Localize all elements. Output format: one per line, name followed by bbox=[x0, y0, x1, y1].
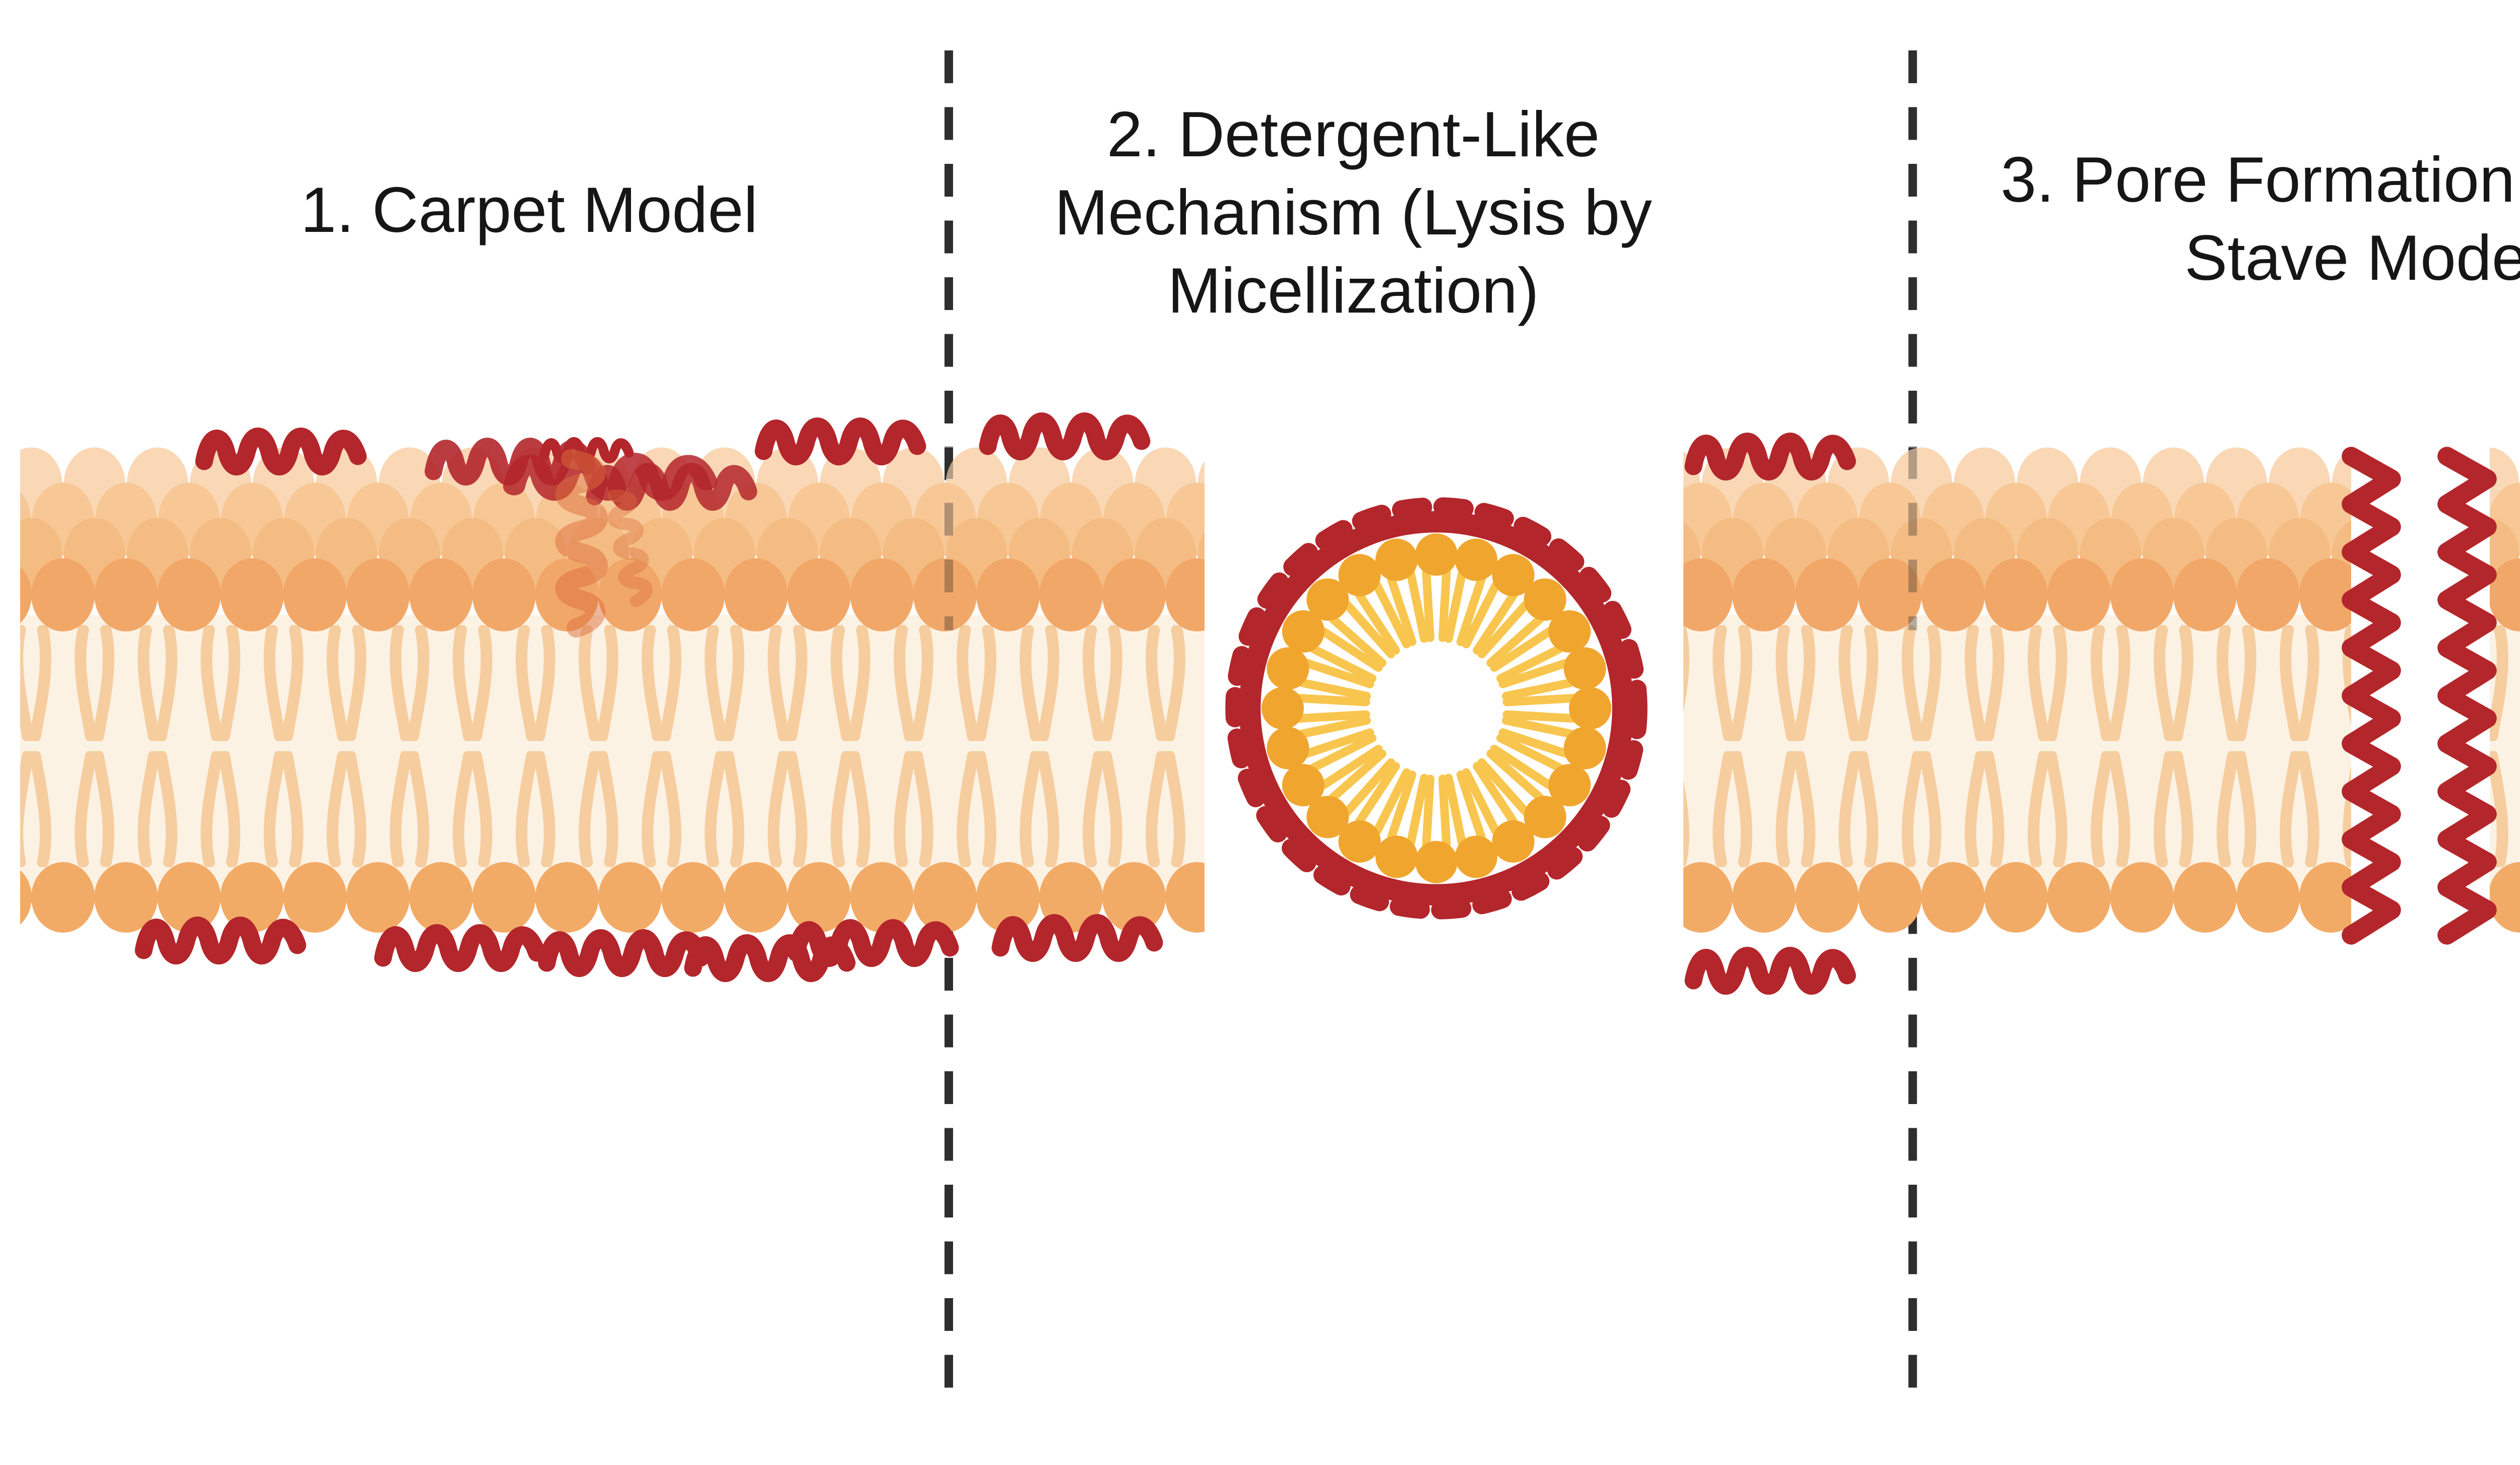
lipid-bilayer-panel3-left bbox=[1683, 446, 2351, 935]
panel-1-title: 1. Carpet Model bbox=[300, 174, 758, 246]
lipid-tail-layer-upper bbox=[20, 625, 1205, 741]
lipid-tail-layer-lower bbox=[1683, 751, 2351, 867]
panel-3-title-line2: Stave Model) bbox=[2184, 222, 2520, 294]
alpha-helix-peptide-icon bbox=[547, 938, 701, 968]
panel-2-title-line1: 2. Detergent-Like bbox=[1107, 99, 1600, 170]
lipid-head-row-main bbox=[20, 557, 1205, 633]
alpha-helix-peptide-icon bbox=[988, 421, 1142, 452]
transmembrane-helix-icon bbox=[2351, 456, 2391, 935]
panel-2-title-line2: Mechanism (Lysis by bbox=[1054, 177, 1652, 249]
lipid-tail-layer-upper bbox=[1683, 625, 2351, 741]
lipid-head-row-bottom bbox=[1683, 860, 2351, 935]
alpha-helix-peptide-icon bbox=[1693, 442, 1847, 472]
alpha-helix-peptide-icon bbox=[1693, 956, 1847, 986]
alpha-helix-peptide-icon bbox=[383, 933, 537, 963]
peptide-coat-bumps-icon bbox=[1225, 497, 1648, 920]
lipid-tail-layer-lower bbox=[20, 751, 1205, 867]
panel-3-barrel-stave: 3. Pore Formation (Barrel- Stave Model) bbox=[1683, 144, 2520, 986]
panel-2-title-line3: Micellization) bbox=[1168, 255, 1539, 327]
lipid-head-row-main bbox=[1683, 557, 2351, 633]
alpha-helix-peptide-icon bbox=[764, 426, 917, 457]
panel-3-title-line1: 3. Pore Formation (Barrel- bbox=[2001, 144, 2520, 216]
panel-2-detergent-mechanism: 2. Detergent-Like Mechanism (Lysis by Mi… bbox=[1054, 99, 1652, 920]
peptide-coat-ring-icon bbox=[1239, 511, 1634, 906]
transmembrane-helix-icon bbox=[2447, 456, 2487, 935]
micelle bbox=[1225, 497, 1648, 920]
divider-overlays bbox=[944, 446, 1917, 630]
lipid-head-row-bottom bbox=[2490, 860, 2520, 935]
panel-1-carpet-model: 1. Carpet Model bbox=[20, 174, 1205, 973]
alpha-helix-peptide-icon bbox=[204, 437, 358, 467]
